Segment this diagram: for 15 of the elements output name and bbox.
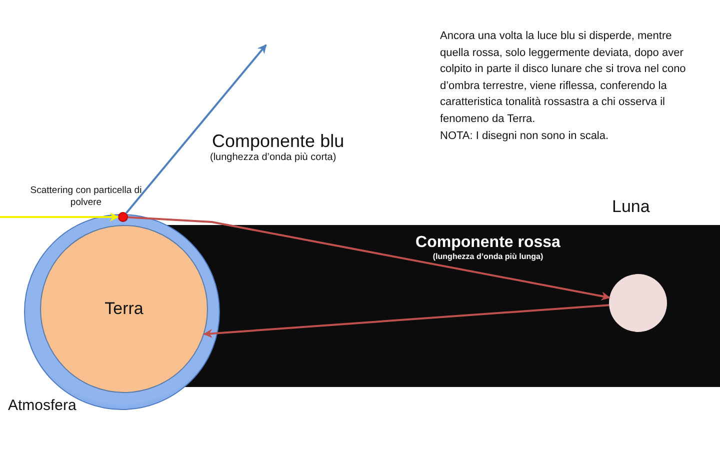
edge-label: Componente rossa (414, 233, 562, 253)
wavelength-note: (lunghezza d’onda più lunga) (432, 252, 544, 262)
arrow (128, 216, 610, 300)
arrow (125, 44, 267, 214)
wavelength-note: (lunghezza d’onda più corta) (210, 152, 338, 164)
dust-particle-dot (118, 212, 128, 222)
node-caption: Luna (612, 196, 651, 218)
node-caption: Scattering con particella di polvere (30, 185, 142, 209)
explanation-text: NOTA: I disegni non sono in scala. (440, 129, 610, 144)
edge-label: Componente blu (212, 130, 346, 152)
arrow (0, 212, 119, 222)
explanation-text: Ancora una volta la luce blu si disperde, mentre quella rossa, solo leggermente deviata, dopo aver colpito in parte il disco lunare che si trova nel cono d’ombra terrestre, viene riflessa, conferendo la caratteristica tonalità rossastra a chi osserva il fenomeno da Terra. (440, 29, 687, 126)
earth-circle: Terra (40, 225, 208, 393)
node-caption: Atmosfera (8, 397, 78, 416)
arrow (203, 304, 610, 338)
